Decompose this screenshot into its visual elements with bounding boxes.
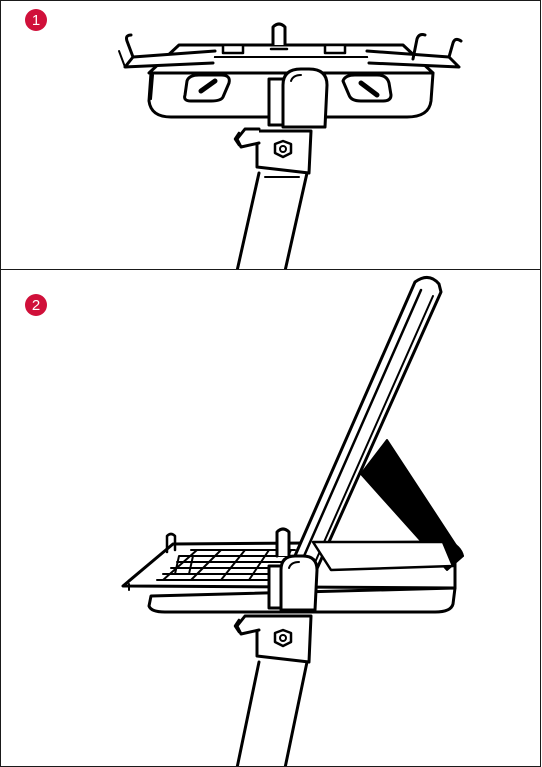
step-2-number-badge: 2 [25,294,47,316]
step-2-illustration [121,276,464,766]
step-1-number-badge: 1 [25,9,47,31]
step-1-illustration [118,22,463,270]
step-2-panel: 2 [0,269,541,767]
step-1-panel: 1 [0,0,541,270]
